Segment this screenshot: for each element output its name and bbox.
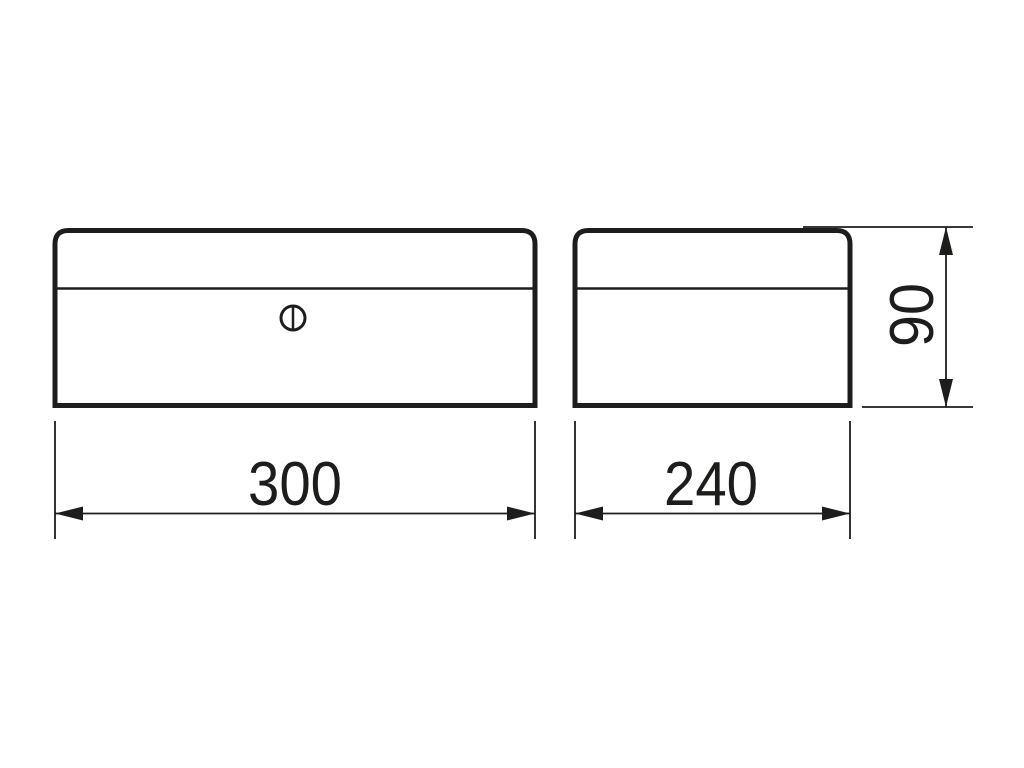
arrow-up-icon — [939, 227, 953, 255]
dimension-lines — [55, 227, 947, 515]
arrow-right-icon — [507, 506, 535, 521]
height-dimension-label: 90 — [878, 283, 947, 347]
dimension-arrowheads — [55, 227, 953, 521]
part-outlines — [52, 228, 853, 408]
width-dimension-label: 300 — [248, 450, 342, 519]
arrow-left-icon — [55, 506, 83, 521]
lock-circle — [279, 304, 307, 332]
arrow-left-icon — [575, 506, 603, 521]
depth-dimension-label: 240 — [664, 450, 758, 519]
front-view-outline — [52, 228, 538, 408]
arrow-down-icon — [939, 379, 953, 407]
slotted-lock-screw-icon — [279, 304, 307, 332]
arrow-right-icon — [822, 506, 850, 521]
extension-lines — [54, 226, 973, 539]
side-view-outline — [572, 228, 853, 408]
